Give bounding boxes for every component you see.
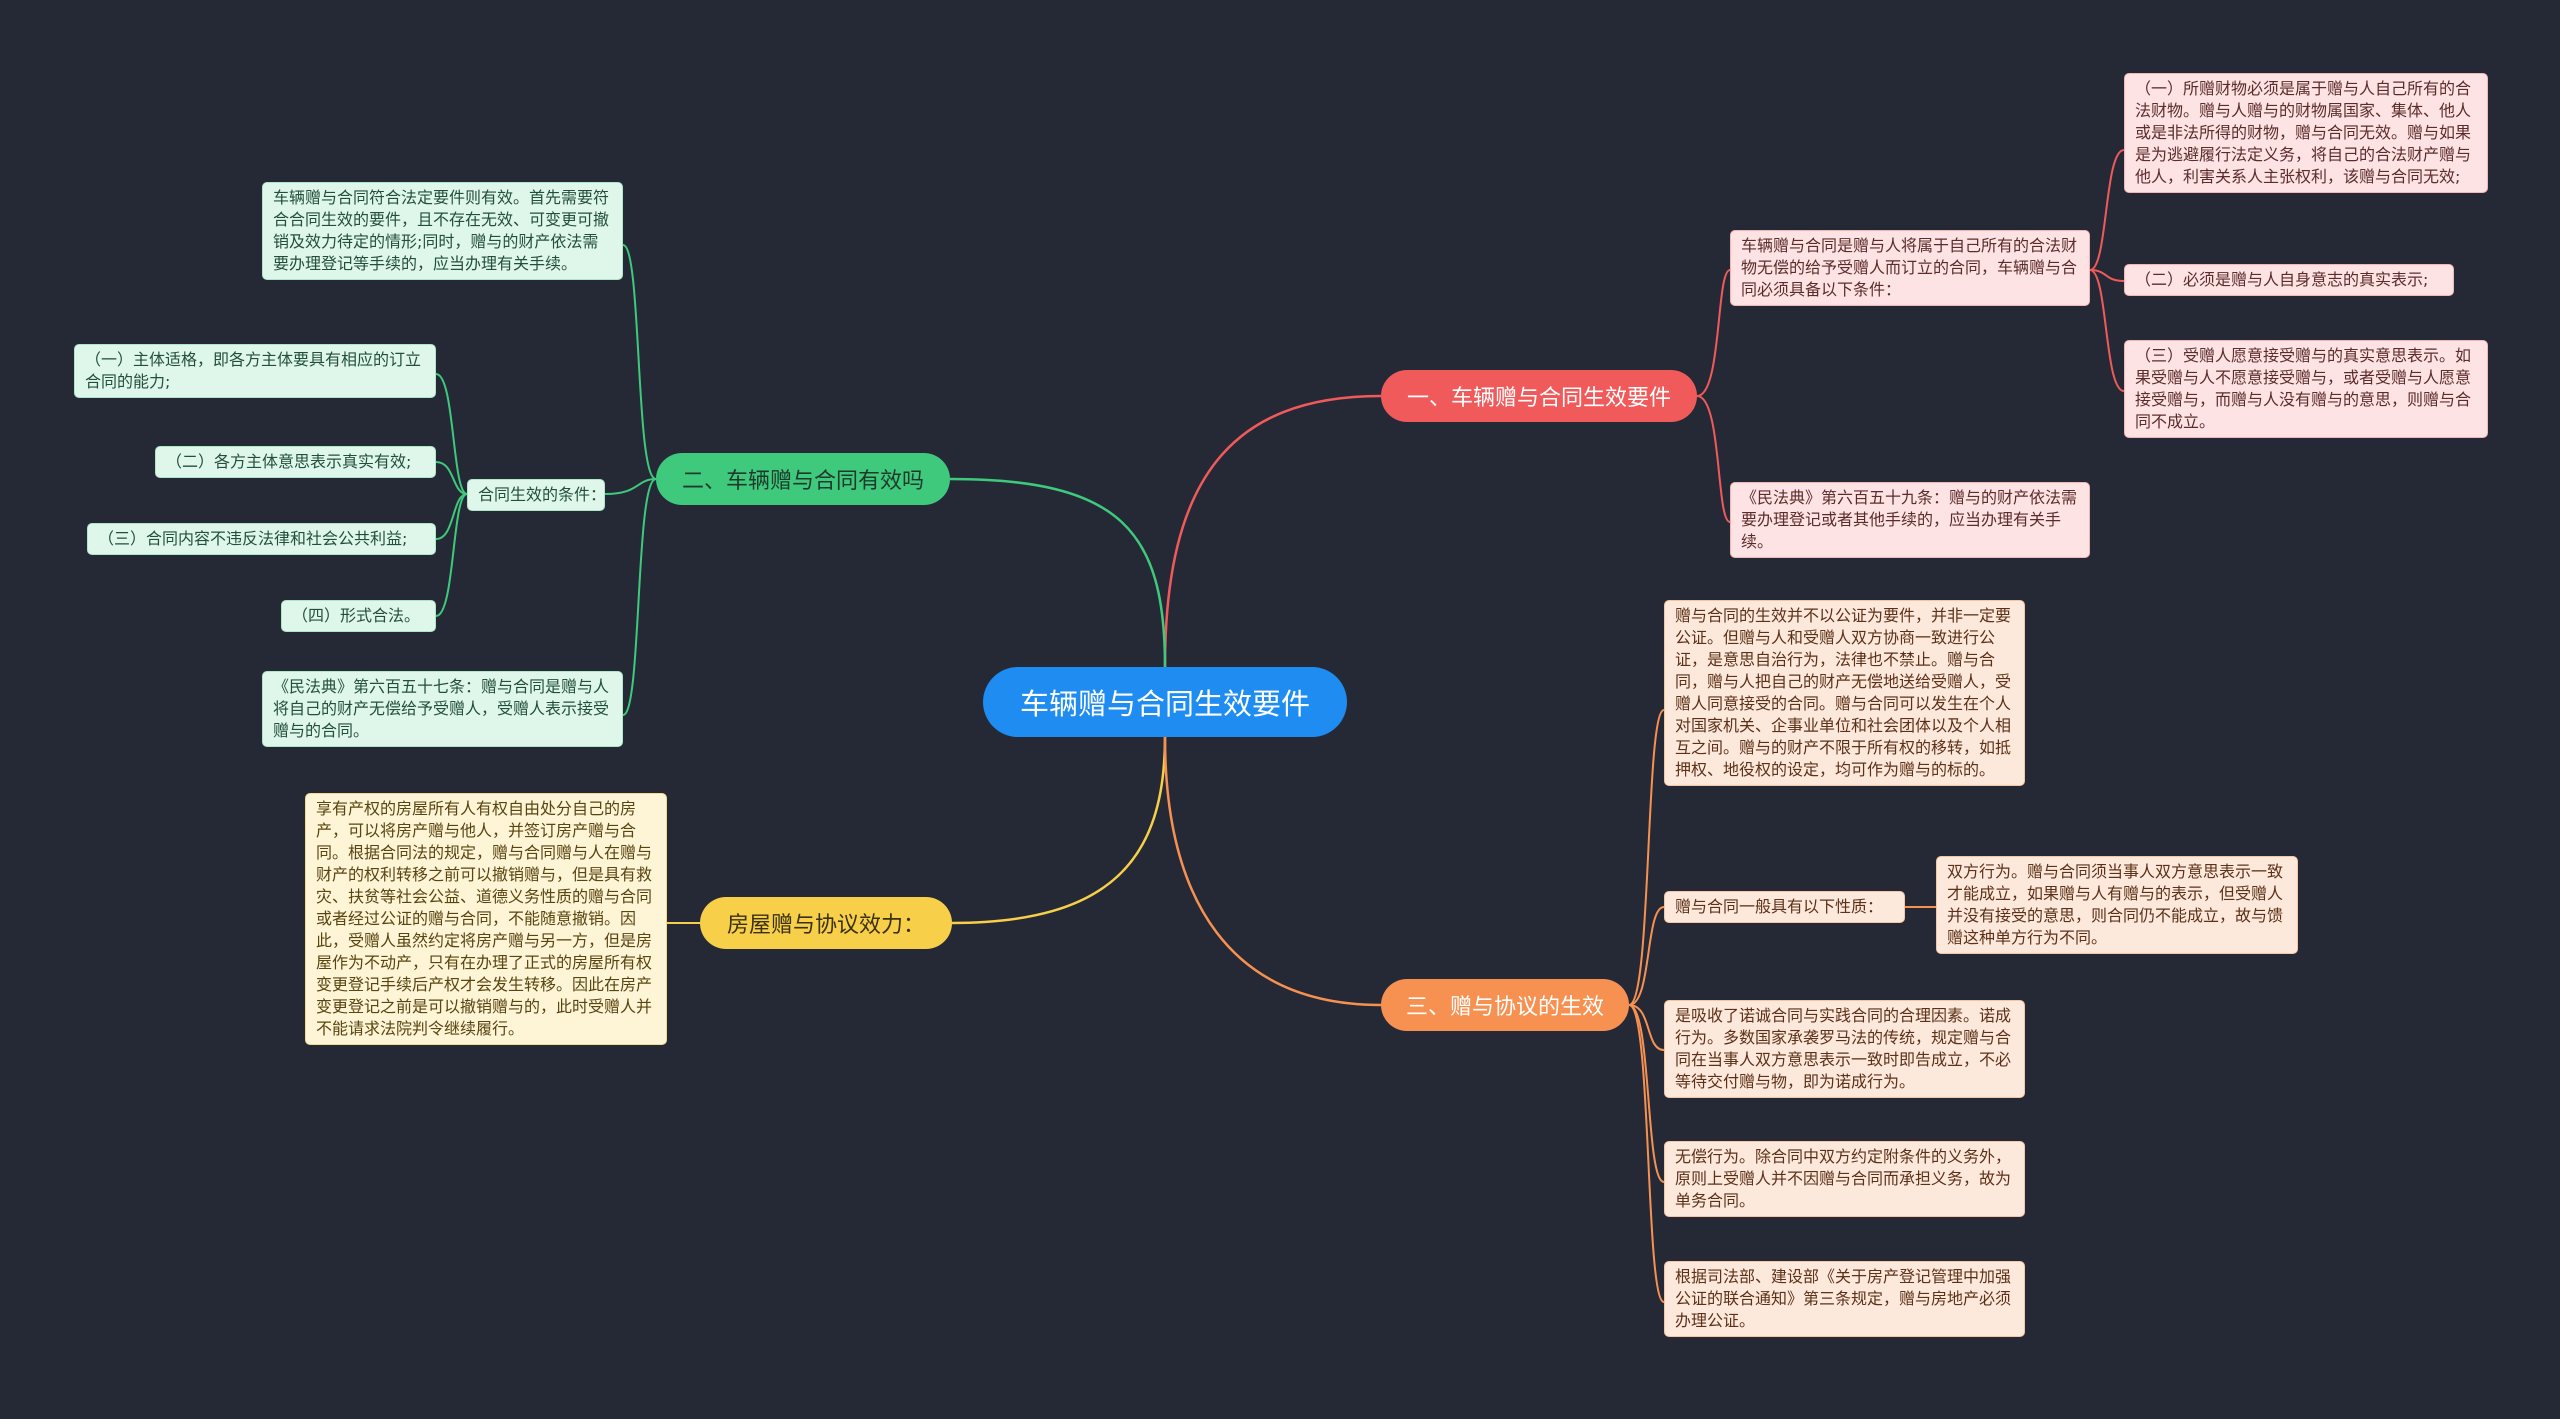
link-green-cond2 bbox=[435, 461, 468, 495]
root-topic[interactable]: 车辆赠与合同生效要件 bbox=[983, 667, 1347, 737]
requirements-intro-card[interactable]: 车辆赠与合同是赠与人将属于自己所有的合法财物无偿的给予受赠人而订立的合同，车辆赠… bbox=[1730, 230, 2090, 306]
validity-condition-1[interactable]: （一）主体适格，即各方主体要具有相应的订立合同的能力; bbox=[74, 344, 436, 398]
link-green-cond4 bbox=[435, 493, 468, 617]
link-root-effect bbox=[1163, 736, 1382, 1007]
link-orange-nature bbox=[1628, 906, 1665, 1006]
branch-house-gift[interactable]: 房屋赠与协议效力： bbox=[700, 897, 952, 949]
link-root-requirements bbox=[1163, 394, 1382, 668]
link-green-law bbox=[622, 478, 657, 716]
requirements-law-card[interactable]: 《民法典》第六百五十九条：赠与的财产依法需要办理登记或者其他手续的，应当办理有关… bbox=[1730, 482, 2090, 558]
validity-condition-3[interactable]: （三）合同内容不违反法律和社会公共利益; bbox=[87, 523, 436, 555]
house-gift-card[interactable]: 享有产权的房屋所有人有权自由处分自己的房产，可以将房产赠与他人，并签订房产赠与合… bbox=[305, 793, 667, 1045]
link-red-intro bbox=[1696, 269, 1731, 397]
link-green-summary bbox=[622, 244, 657, 480]
link-orange-registration bbox=[1628, 1004, 1665, 1303]
effect-consensual-card[interactable]: 是吸收了诺诚合同与实践合同的合理因素。诺成行为。多数国家承袭罗马法的传统，规定赠… bbox=[1664, 1000, 2025, 1098]
requirements-condition-3[interactable]: （三）受赠人愿意接受赠与的真实意思表示。如果受赠与人不愿意接受赠与，或者受赠与人… bbox=[2124, 340, 2488, 438]
requirements-condition-1[interactable]: （一）所赠财物必须是属于赠与人自己所有的合法财物。赠与人赠与的财物属国家、集体、… bbox=[2124, 73, 2488, 193]
link-red-cond2 bbox=[2089, 269, 2125, 282]
branch-validity[interactable]: 二、车辆赠与合同有效吗 bbox=[656, 453, 950, 505]
branch-effect[interactable]: 三、赠与协议的生效 bbox=[1381, 979, 1629, 1031]
validity-conditions-label[interactable]: 合同生效的条件： bbox=[467, 479, 606, 511]
link-orange-notary bbox=[1628, 709, 1665, 1006]
link-root-validity bbox=[949, 477, 1167, 668]
effect-nature-label[interactable]: 赠与合同一般具有以下性质： bbox=[1664, 891, 1905, 923]
effect-bilateral-card[interactable]: 双方行为。赠与合同须当事人双方意思表示一致才能成立，如果赠与人有赠与的表示，但受… bbox=[1936, 856, 2298, 954]
validity-condition-2[interactable]: （二）各方主体意思表示真实有效; bbox=[155, 446, 436, 478]
effect-notary-card[interactable]: 赠与合同的生效并不以公证为要件，并非一定要公证。但赠与人和受赠人双方协商一致进行… bbox=[1664, 600, 2025, 786]
validity-law-card[interactable]: 《民法典》第六百五十七条：赠与合同是赠与人将自己的财产无偿给予受赠人，受赠人表示… bbox=[262, 671, 623, 747]
link-red-law bbox=[1696, 395, 1731, 523]
link-orange-consensual bbox=[1628, 1004, 1665, 1051]
link-green-cond1 bbox=[435, 373, 468, 495]
effect-gratuitous-card[interactable]: 无偿行为。除合同中双方约定附条件的义务外，原则上受赠人并不因赠与合同而承担义务，… bbox=[1664, 1141, 2025, 1217]
validity-condition-4[interactable]: （四）形式合法。 bbox=[281, 600, 436, 632]
branch-requirements[interactable]: 一、车辆赠与合同生效要件 bbox=[1381, 370, 1697, 422]
link-red-cond3 bbox=[2089, 269, 2125, 392]
validity-summary-card[interactable]: 车辆赠与合同符合法定要件则有效。首先需要符合合同生效的要件，且不存在无效、可变更… bbox=[262, 182, 623, 280]
link-red-cond1 bbox=[2089, 149, 2125, 271]
link-orange-gratuitous bbox=[1628, 1004, 1665, 1183]
requirements-condition-2[interactable]: （二）必须是赠与人自身意志的真实表示; bbox=[2124, 264, 2454, 296]
link-root-house bbox=[951, 736, 1167, 925]
effect-registration-card[interactable]: 根据司法部、建设部《关于房产登记管理中加强公证的联合通知》第三条规定，赠与房地产… bbox=[1664, 1261, 2025, 1337]
link-green-conditions bbox=[604, 478, 657, 495]
